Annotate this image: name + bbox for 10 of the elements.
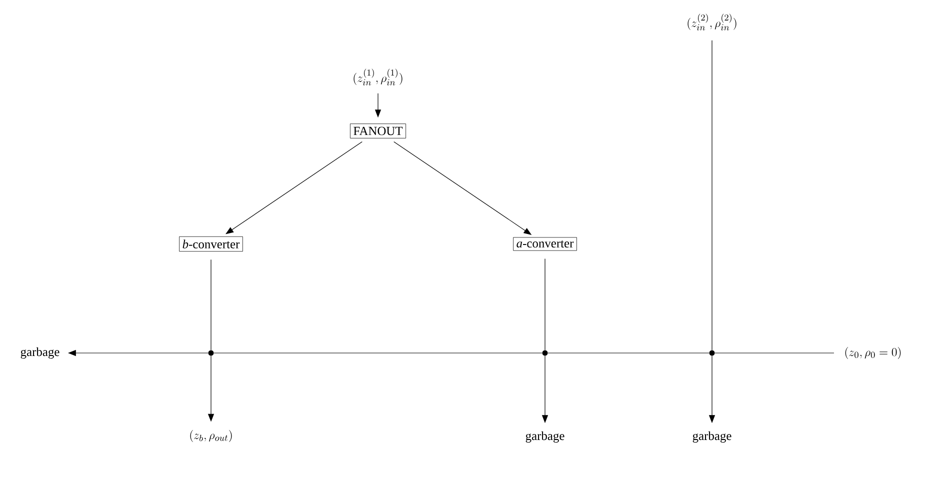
process-box: a-converter — [513, 237, 577, 251]
output-label: garbage — [526, 431, 564, 443]
input-label: $(z_{in}^{(1)}, \rho_{in}^{(1)})$ — [354, 68, 402, 86]
output-label: $(z_b, \rho_{out})$ — [190, 430, 232, 442]
input-label: $(z_{in}^{(2)}, \rho_{in}^{(2)})$ — [688, 14, 736, 30]
output-label: garbage — [20, 347, 60, 359]
process-box: b-converter — [179, 236, 243, 252]
process-box: FANOUT — [350, 124, 406, 138]
output-label: garbage — [692, 431, 732, 443]
input-label: $(z_0, \rho_0 = 0)$ — [845, 347, 901, 359]
